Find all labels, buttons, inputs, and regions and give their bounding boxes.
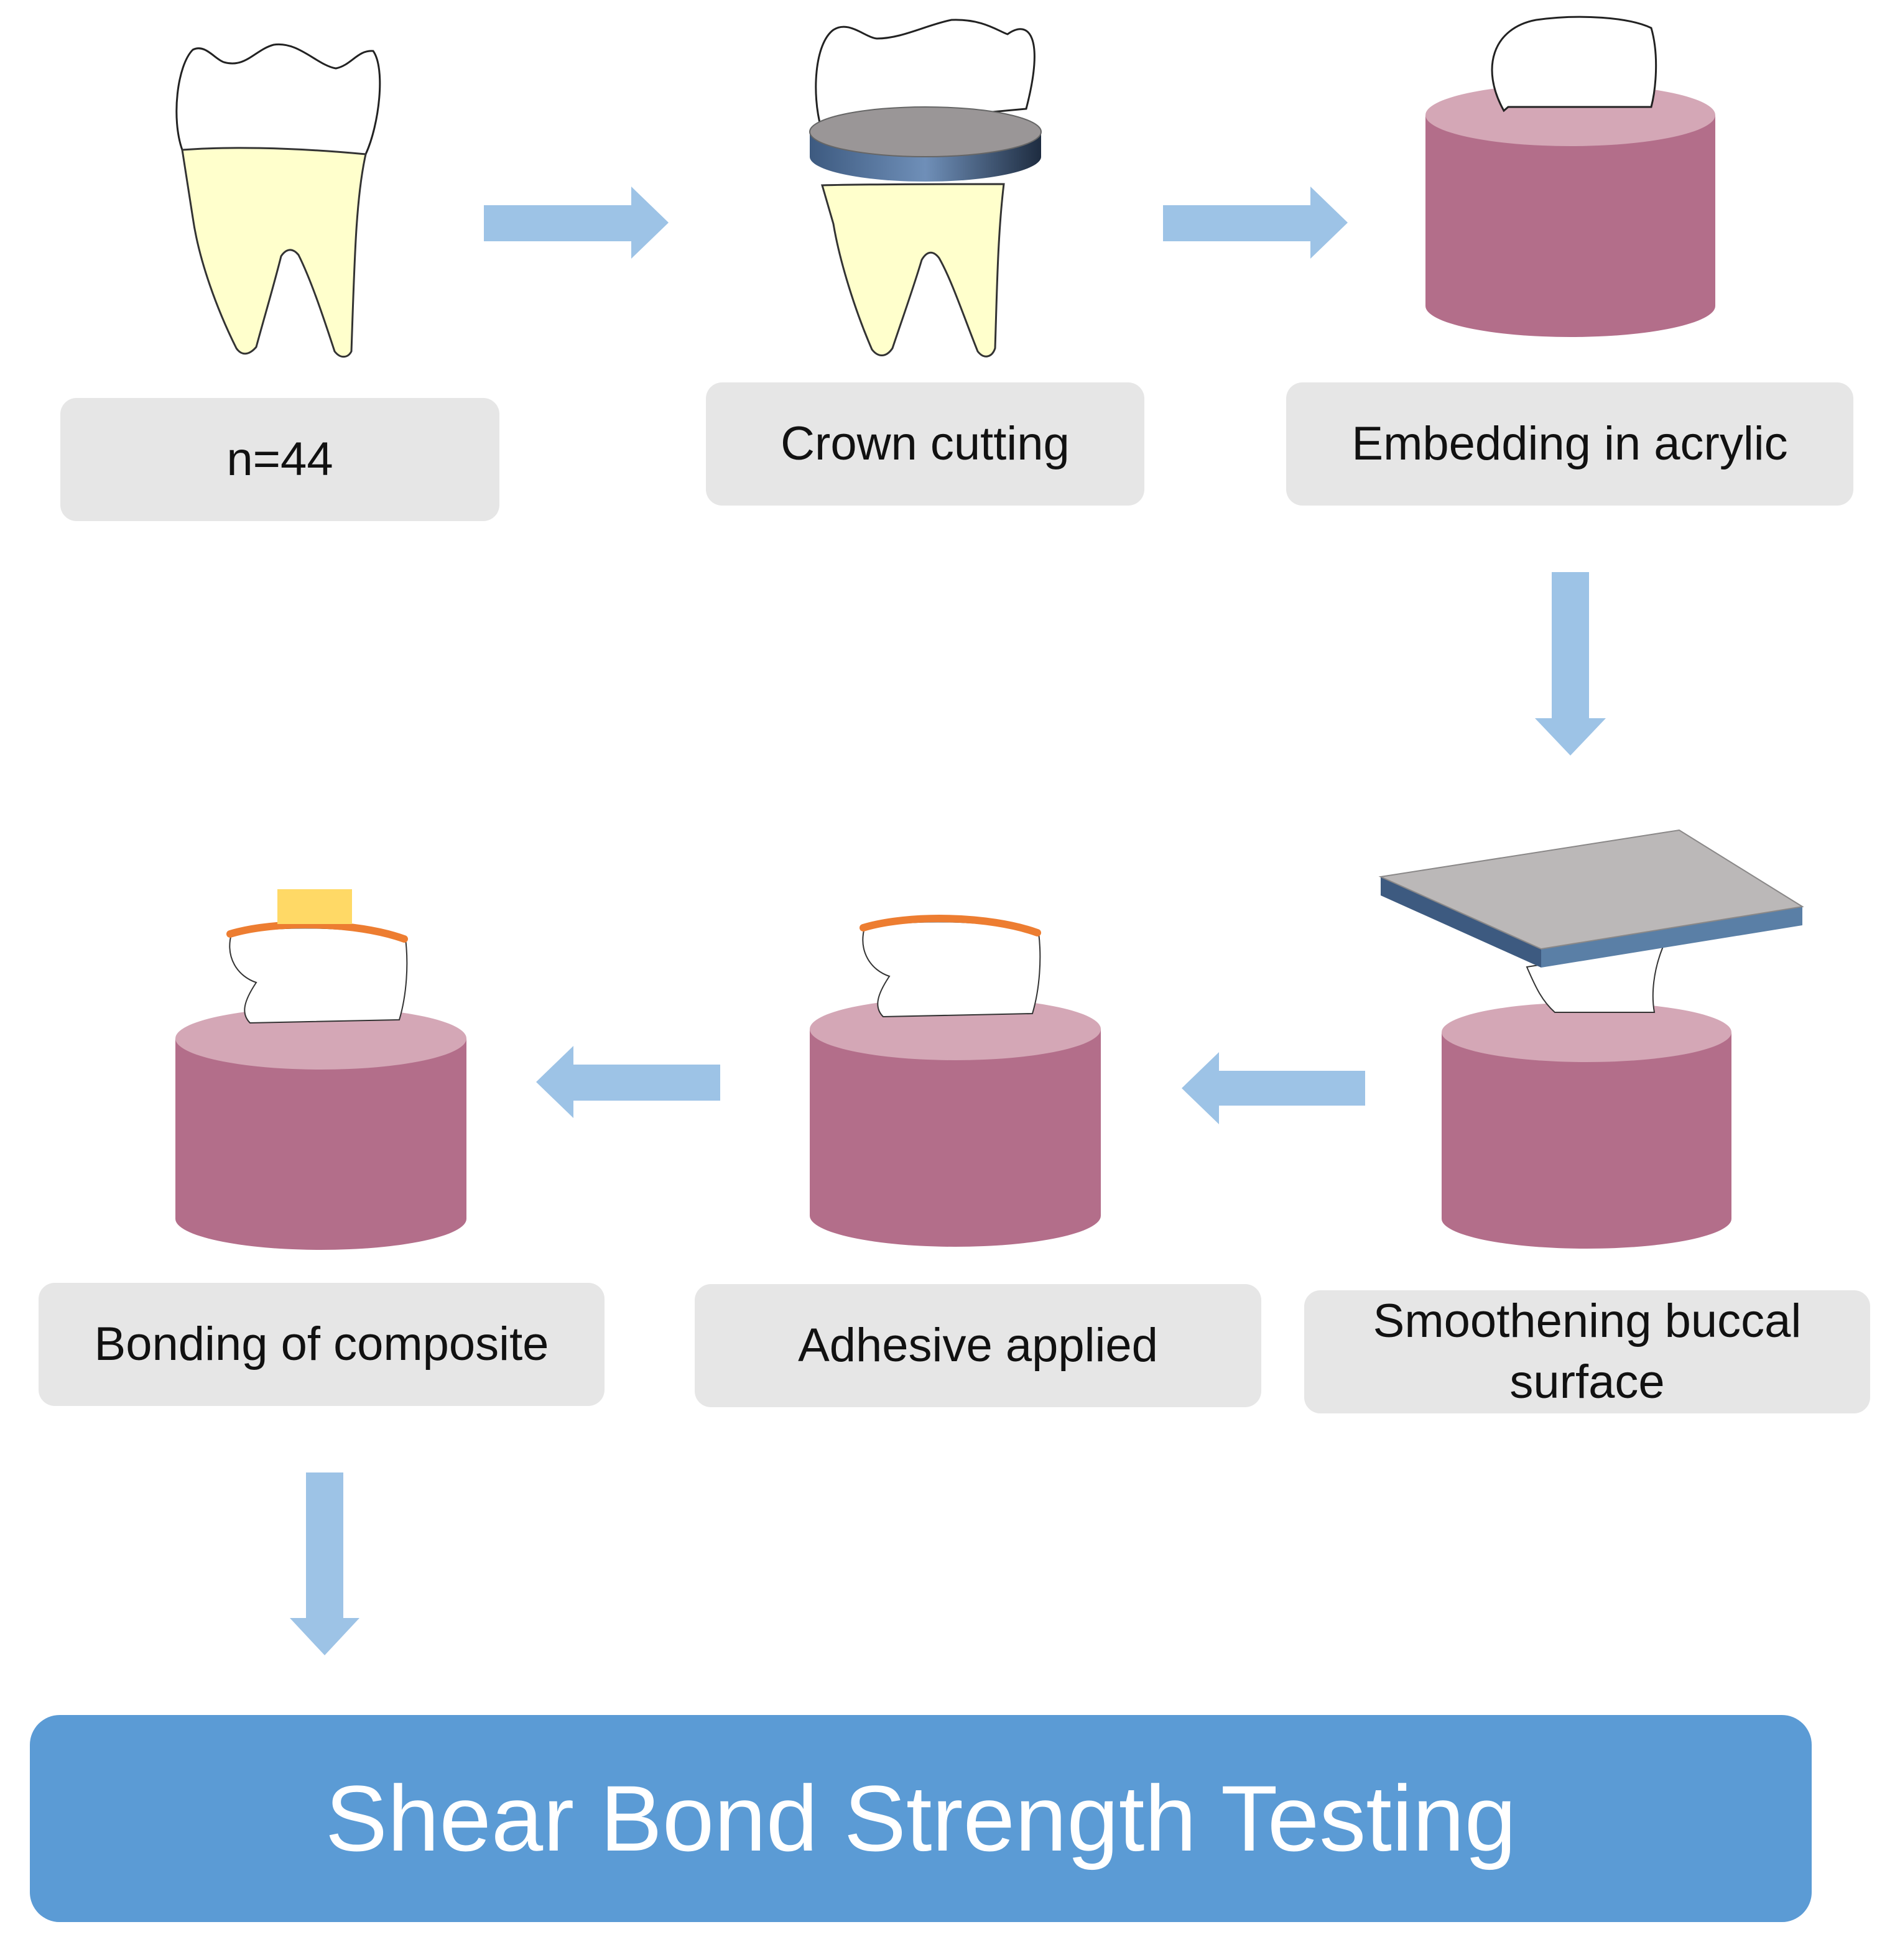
cut-tooth-root <box>821 183 1005 358</box>
adhesive-layer-icon <box>226 921 408 943</box>
step-label-text: Bonding of composite <box>94 1318 549 1371</box>
step-label-embedding: Embedding in acrylic <box>1286 382 1853 506</box>
acrylic-block-icon <box>175 1007 466 1250</box>
arrow-icon <box>1182 1052 1365 1124</box>
polishing-plate-icon <box>1378 829 1804 968</box>
tooth-icon <box>175 43 381 358</box>
composite-block-icon <box>277 889 352 924</box>
acrylic-block-icon <box>1425 16 1715 337</box>
step-label-n44: n=44 <box>60 398 499 521</box>
step-label-text: Adhesive applied <box>798 1319 1158 1372</box>
arrow-icon <box>536 1046 720 1118</box>
step-label-smoothening: Smoothening buccal surface <box>1304 1290 1870 1413</box>
cutting-disc-icon <box>809 106 1042 182</box>
acrylic-block-icon <box>1442 1002 1731 1249</box>
cut-tooth-crown <box>815 19 1036 129</box>
arrow-icon <box>290 1472 359 1655</box>
bonded-tooth <box>229 927 408 1024</box>
step-label-text: Embedding in acrylic <box>1351 417 1788 470</box>
acrylic-block-icon <box>810 998 1101 1247</box>
step-label-text: Smoothening buccal surface <box>1373 1295 1802 1408</box>
arrow-icon <box>1163 187 1348 259</box>
step-label-bonding: Bonding of composite <box>39 1283 605 1406</box>
arrow-icon <box>484 187 669 259</box>
adhesive-layer-icon <box>860 915 1041 936</box>
step-label-adhesive: Adhesive applied <box>695 1284 1261 1407</box>
step-label-text: Crown cutting <box>781 417 1070 470</box>
final-step-label: Shear Bond Strength Testing <box>325 1766 1517 1870</box>
bonded-tooth <box>862 921 1041 1018</box>
step-label-text: n=44 <box>226 433 333 486</box>
step-label-crown-cutting: Crown cutting <box>706 382 1144 506</box>
arrow-icon <box>1535 572 1606 756</box>
final-step-box: Shear Bond Strength Testing <box>30 1715 1812 1922</box>
